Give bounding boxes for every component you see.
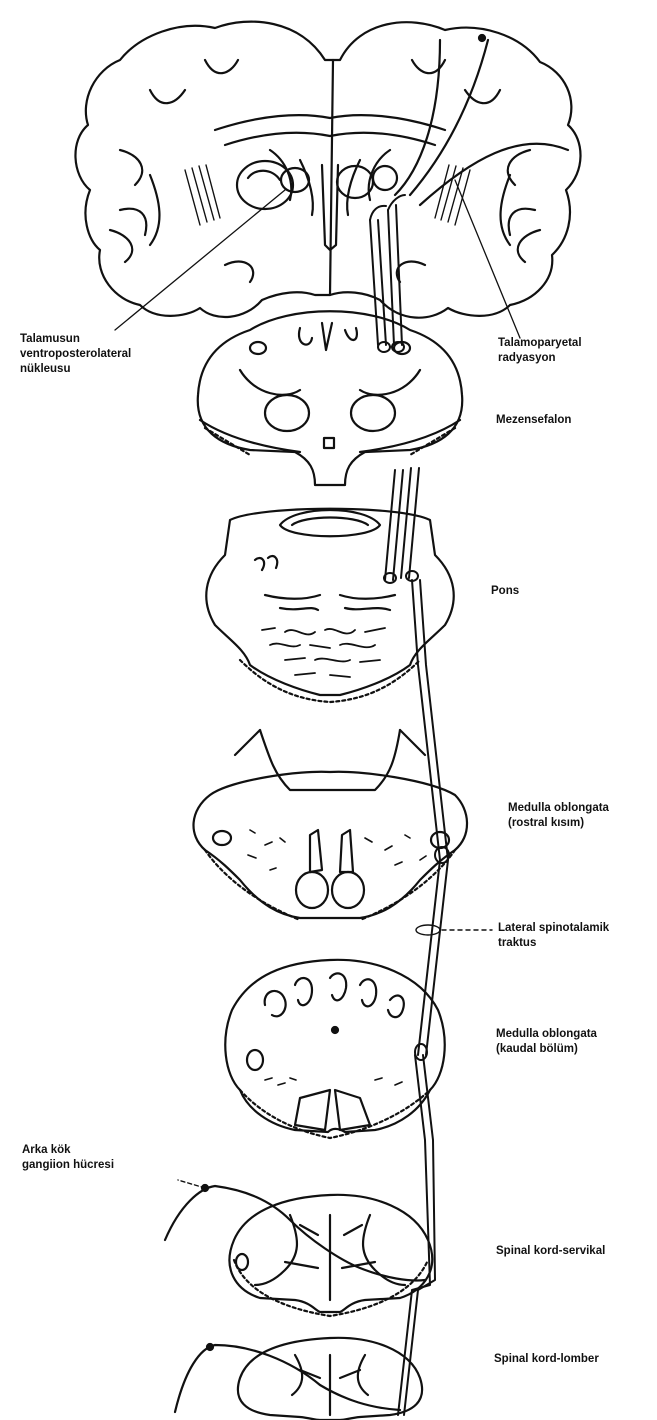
label-medulla-caudal: Medulla oblongata (kaudal bölüm) <box>496 1027 597 1057</box>
label-lateral-spinothalamic: Lateral spinotalamik traktus <box>498 921 609 951</box>
label-thalamus-nucleus: Talamusun ventroposterolateral nükleusu <box>20 332 131 377</box>
pons-section <box>206 509 453 702</box>
brain-coronal-section <box>75 22 580 338</box>
label-pons: Pons <box>491 584 519 599</box>
spinal-cervical-section <box>165 1180 432 1316</box>
medulla-rostral-section <box>194 730 468 920</box>
label-thalamoparietal-radiation: Talamoparyetal radyasyon <box>498 336 582 366</box>
label-spinal-lumbar: Spinal kord-lomber <box>494 1352 599 1367</box>
label-spinal-cervical: Spinal kord-servikal <box>496 1244 605 1259</box>
label-medulla-rostral: Medulla oblongata (rostral kısım) <box>508 801 609 831</box>
mesencephalon-section <box>198 311 462 485</box>
spinal-lumbar-section <box>175 1338 422 1420</box>
label-mesencephalon: Mezensefalon <box>496 413 571 428</box>
lateral-spinothalamic-tract <box>370 195 492 1415</box>
label-dorsal-root-ganglion: Arka kök gangiion hücresi <box>22 1143 114 1173</box>
medulla-caudal-section <box>225 960 444 1138</box>
